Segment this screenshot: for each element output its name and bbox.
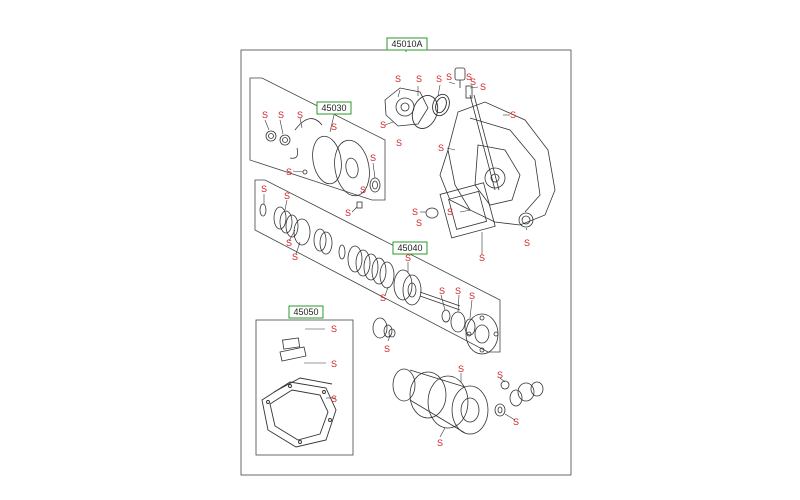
s-marker: S bbox=[284, 191, 290, 201]
pinion-gear[interactable] bbox=[372, 317, 396, 339]
s-marker: S bbox=[396, 138, 402, 148]
group-code-badge-45050[interactable] bbox=[288, 305, 324, 319]
group-panel-45040 bbox=[254, 179, 501, 353]
s-marker: S bbox=[446, 72, 452, 82]
s-marker: S bbox=[437, 438, 443, 448]
service-markers: S S S S S S S S S S S S S S S S S S S S … bbox=[261, 72, 530, 448]
s-marker: S bbox=[416, 74, 422, 84]
s-marker: S bbox=[370, 153, 376, 163]
s-marker: S bbox=[331, 359, 337, 369]
group-panel-45050 bbox=[255, 319, 354, 456]
s-marker: S bbox=[480, 82, 486, 92]
s-marker: S bbox=[405, 253, 411, 263]
front-cover[interactable] bbox=[384, 87, 429, 127]
s-marker: S bbox=[510, 110, 516, 120]
group-code-badge-45040[interactable] bbox=[392, 241, 428, 255]
s-marker: S bbox=[278, 110, 284, 120]
s-marker: S bbox=[331, 324, 337, 334]
side-oring[interactable] bbox=[425, 207, 439, 219]
s-marker: S bbox=[380, 120, 386, 130]
group-code-label-45040: 45040 bbox=[397, 243, 422, 253]
s-marker: S bbox=[360, 185, 366, 195]
s-marker: S bbox=[513, 417, 519, 427]
breather-plug[interactable] bbox=[454, 67, 473, 99]
s-marker: S bbox=[331, 122, 337, 132]
transmission-case[interactable] bbox=[439, 94, 556, 239]
s-marker: S bbox=[458, 364, 464, 374]
s-marker: S bbox=[439, 286, 445, 296]
s-marker: S bbox=[292, 252, 298, 262]
s-marker: S bbox=[286, 167, 292, 177]
s-marker: S bbox=[469, 291, 475, 301]
s-marker: S bbox=[395, 74, 401, 84]
s-marker: S bbox=[438, 143, 444, 153]
s-marker: S bbox=[412, 207, 418, 217]
small-bolt-45030[interactable] bbox=[356, 201, 363, 209]
s-marker: S bbox=[479, 253, 485, 263]
s-marker: S bbox=[524, 238, 530, 248]
oil-pan-gasket[interactable] bbox=[261, 377, 337, 448]
assembly-code-label: 45010A bbox=[391, 39, 422, 49]
case-oil-seal[interactable] bbox=[518, 212, 534, 228]
s-marker: S bbox=[331, 394, 337, 404]
s-marker: S bbox=[384, 344, 390, 354]
s-marker: S bbox=[380, 293, 386, 303]
s-marker: S bbox=[455, 286, 461, 296]
input-drum[interactable] bbox=[392, 368, 489, 435]
s-marker: S bbox=[261, 184, 267, 194]
output-gear-carrier[interactable] bbox=[465, 313, 499, 355]
assembly-code-badge[interactable] bbox=[386, 37, 428, 51]
s-marker: S bbox=[466, 72, 472, 82]
cover-seal-rings[interactable] bbox=[408, 92, 452, 132]
s-marker: S bbox=[297, 110, 303, 120]
s-marker: S bbox=[416, 218, 422, 228]
s-marker: S bbox=[497, 370, 503, 380]
group-code-label-45030: 45030 bbox=[321, 103, 346, 113]
s-marker: S bbox=[262, 110, 268, 120]
leader-lines bbox=[263, 81, 528, 438]
group-code-badge-45030[interactable] bbox=[316, 101, 352, 115]
s-marker: S bbox=[470, 77, 476, 87]
s-marker: S bbox=[286, 238, 292, 248]
kit-45030-parts[interactable] bbox=[265, 118, 381, 199]
group-panel-45030 bbox=[249, 77, 386, 201]
s-marker: S bbox=[447, 207, 453, 217]
s-marker: S bbox=[345, 208, 351, 218]
governor-parts[interactable] bbox=[494, 380, 544, 417]
oil-strainer[interactable] bbox=[279, 337, 307, 362]
group-code-label-45050: 45050 bbox=[293, 307, 318, 317]
kit-45040-clutch-pack[interactable] bbox=[259, 203, 476, 336]
s-marker: S bbox=[436, 74, 442, 84]
